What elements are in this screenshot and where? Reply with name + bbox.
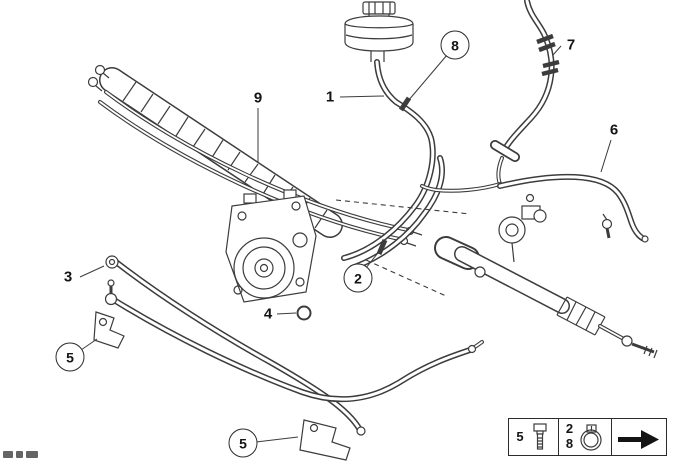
legend-box: 5 2 8 <box>508 418 667 456</box>
callout-3[interactable]: 3 <box>63 268 73 286</box>
pump-drawing <box>225 189 317 303</box>
hose-6-drawing <box>497 173 649 243</box>
direction-arrow-icon <box>618 430 659 449</box>
pressure-hose-3-drawing <box>105 255 366 436</box>
leader-lines <box>79 45 612 443</box>
legend-clamp-labels: 2 8 <box>565 421 574 452</box>
legend-label-8: 8 <box>565 436 574 451</box>
callout-9[interactable]: 9 <box>253 89 263 107</box>
return-hose-7-drawing <box>420 0 560 193</box>
dashed-reference-lines <box>335 199 471 297</box>
legend-cell-bolt: 5 <box>509 419 559 455</box>
callout-2[interactable]: 2 <box>343 263 373 293</box>
callout-4[interactable]: 4 <box>263 305 273 323</box>
reservoir-drawing <box>344 1 414 62</box>
legend-label-5: 5 <box>516 428 524 444</box>
legend-label-2: 2 <box>565 421 574 437</box>
callout-1[interactable]: 1 <box>325 88 335 106</box>
cooler-pipes-drawing <box>98 90 423 247</box>
rack-hose-drawing <box>104 279 484 403</box>
legend-cell-clamp: 2 8 <box>559 419 612 455</box>
legend-cell-arrow <box>612 419 666 455</box>
o-ring-drawing <box>296 305 312 321</box>
callout-5b[interactable]: 5 <box>228 428 258 458</box>
callout-6[interactable]: 6 <box>609 121 619 139</box>
bracket-5b-drawing <box>299 419 351 461</box>
callout-8[interactable]: 8 <box>440 30 470 60</box>
hose-clamp-drawing <box>376 96 412 255</box>
bolt-icon <box>533 423 547 450</box>
callout-7[interactable]: 7 <box>566 36 576 54</box>
watermark-partial <box>3 451 38 458</box>
bracket-5a-drawing <box>93 311 125 349</box>
steering-rack-drawing <box>434 193 658 359</box>
hose-clamp-icon <box>580 424 602 451</box>
suction-hose-drawing <box>341 59 445 271</box>
callout-5a[interactable]: 5 <box>55 342 85 372</box>
